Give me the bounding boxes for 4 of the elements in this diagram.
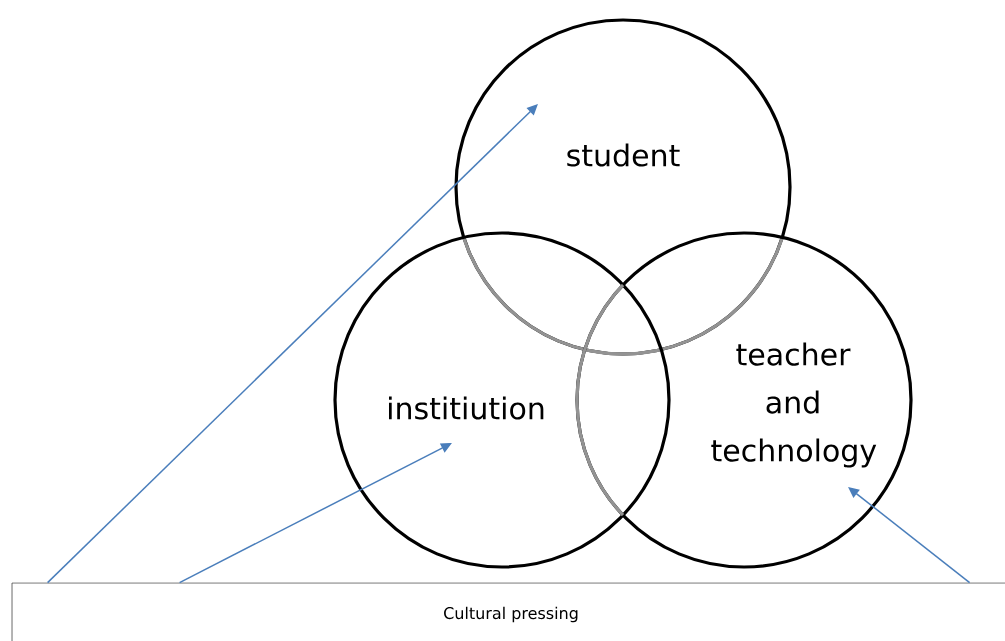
text-box: Cultural pressing bbox=[11, 582, 1005, 641]
arrow bbox=[178, 443, 452, 584]
arrow bbox=[46, 104, 538, 584]
arrow bbox=[848, 487, 971, 584]
